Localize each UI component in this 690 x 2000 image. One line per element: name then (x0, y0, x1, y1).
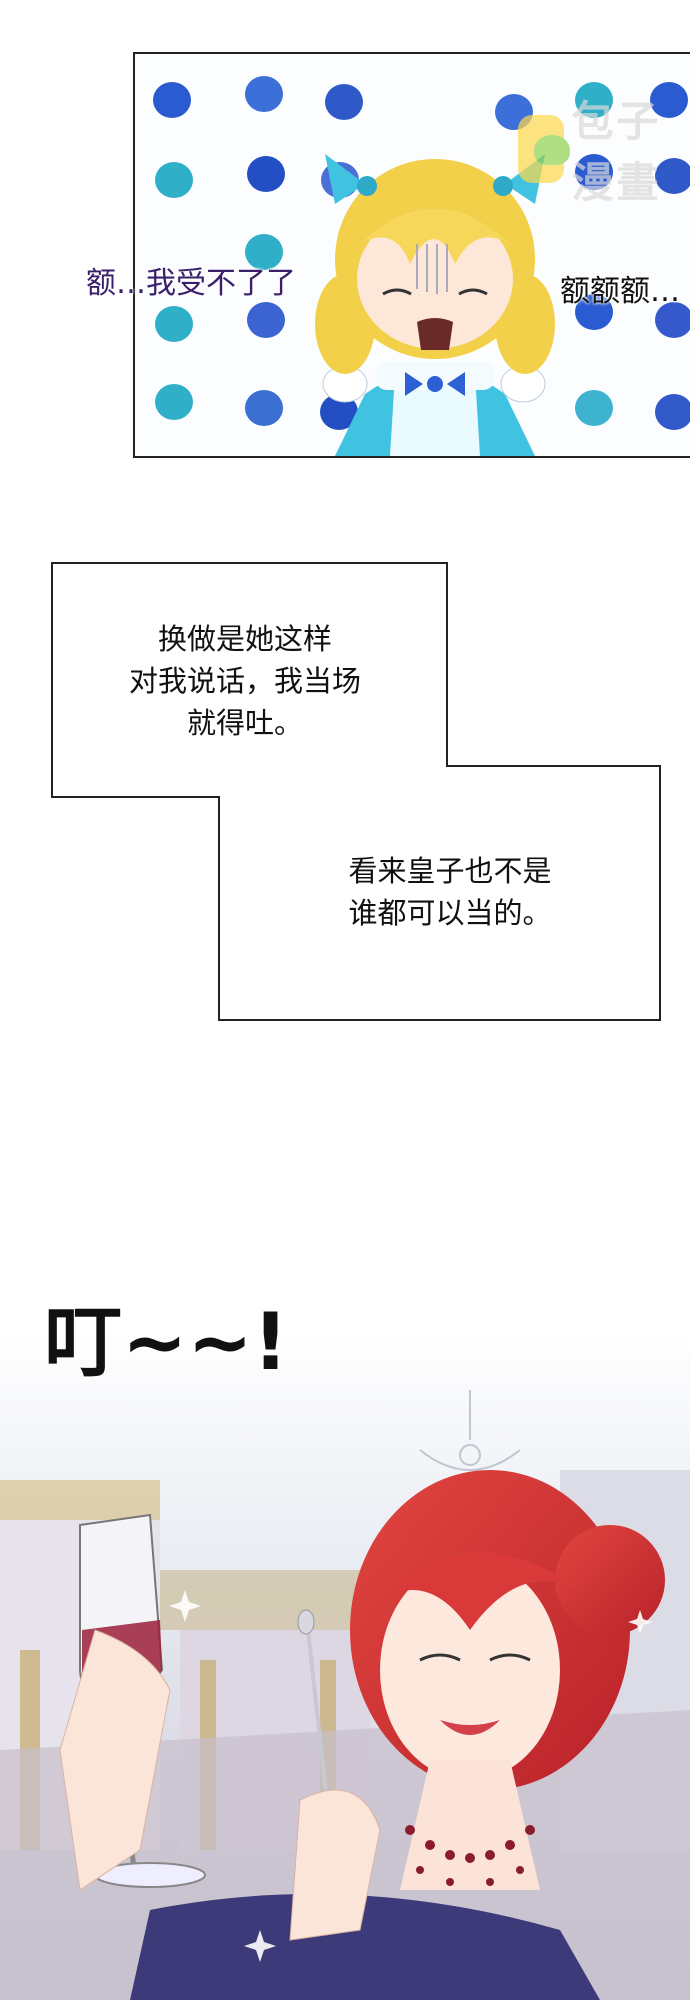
narration-box-frame (51, 562, 661, 1021)
bun-logo-icon (518, 115, 570, 183)
ballroom-illustration (0, 1330, 690, 2000)
chibi-girl-illustration (315, 154, 555, 456)
narration-box-1: 换做是她这样 对我说话，我当场 就得吐。 (100, 618, 390, 744)
sfx-right-text: 额额额… (560, 274, 680, 309)
chibi-panel: 包子漫畫 (133, 52, 690, 458)
narration-line: 对我说话，我当场 (128, 664, 361, 698)
narration-line: 换做是她这样 (157, 622, 332, 656)
ding-sound-effect: 叮~~! (44, 1298, 289, 1388)
narration-line: 看来皇子也不是 (348, 854, 552, 888)
narration-line: 谁都可以当的。 (348, 896, 552, 930)
narration-box-2: 看来皇子也不是 谁都可以当的。 (320, 850, 580, 934)
watermark: 包子漫畫 (518, 88, 690, 210)
ballroom-panel (0, 1330, 690, 2000)
narration-line: 就得吐。 (186, 706, 303, 740)
sfx-left-text: 额…我受不了了 (86, 266, 296, 301)
watermark-text: 包子漫畫 (571, 97, 662, 207)
